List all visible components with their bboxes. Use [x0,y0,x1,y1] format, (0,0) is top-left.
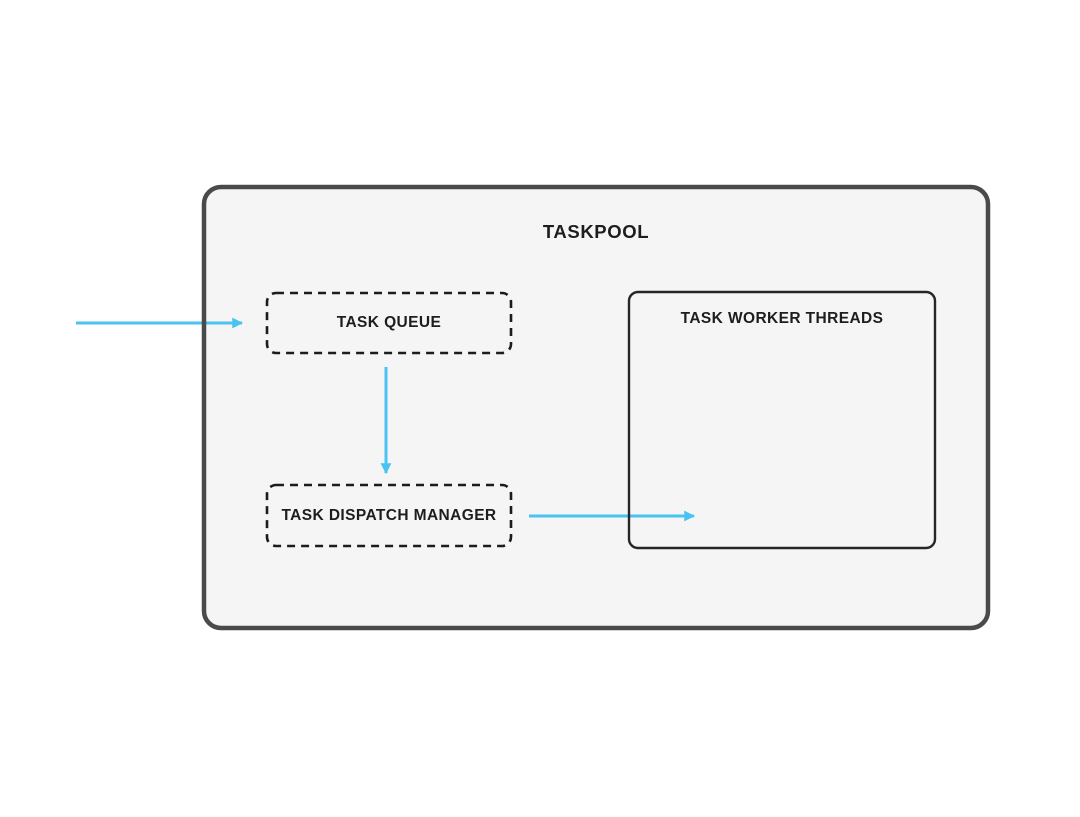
taskpool-title: TASKPOOL [542,221,650,242]
task-worker-threads-label: TASK WORKER THREADS [680,310,884,327]
task-dispatch-manager-box [265,483,513,548]
taskpool-container-border [201,184,991,631]
taskpool-container-background [204,187,988,628]
task-queue-label: TASK QUEUE [336,314,442,331]
task-worker-threads-box [627,290,937,550]
task-queue-box [265,291,513,355]
task-dispatch-manager-label: TASK DISPATCH MANAGER [281,506,497,524]
